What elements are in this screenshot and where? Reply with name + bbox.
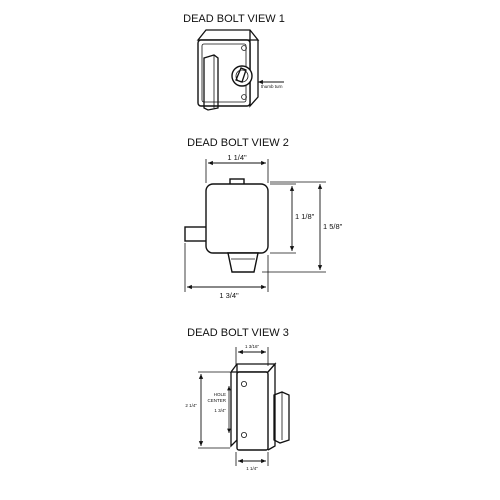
view-1-screw-bottom (241, 94, 247, 100)
view-3-top-width-label: 1 3/16" (245, 344, 260, 349)
view-1-screw-top (241, 45, 247, 51)
view-3-title: DEAD BOLT VIEW 3 (187, 327, 289, 339)
view-1-thumb-turn-label: thumb turn (261, 84, 283, 89)
view-3-hole-label-2: CENTER (207, 398, 226, 403)
view-2-lock-body (184, 178, 269, 273)
view-3-screw-top (240, 380, 247, 387)
view-3: DEAD BOLT VIEW 3 1 3/16" 2 1/4" H (185, 327, 290, 471)
view-1-thumb-turn (231, 65, 253, 87)
view-2-top-width-label: 1 1/4" (227, 153, 247, 162)
view-3-hole-label-1: HOLE (214, 392, 226, 397)
view-2-inner-height-label: 1 1/8" (295, 212, 315, 221)
view-3-left-height-label: 2 1/4" (185, 403, 197, 408)
view-2-title: DEAD BOLT VIEW 2 (187, 137, 289, 149)
view-3-lock-body (229, 362, 290, 451)
view-1: DEAD BOLT VIEW 1 thumb turn (183, 13, 285, 111)
view-2-bottom-width-label: 1 3/4" (219, 291, 239, 300)
view-2-outer-height-label: 1 5/8" (323, 222, 343, 231)
view-1-title: DEAD BOLT VIEW 1 (183, 13, 285, 25)
view-3-bottom-width-label: 1 1/4" (246, 466, 258, 471)
view-3-screw-bottom (240, 431, 247, 438)
view-2: DEAD BOLT VIEW 2 1 1/4" 1 1/8" 1 5/8" (184, 137, 343, 300)
view-3-hole-center-label: 1 3/4" (214, 408, 226, 413)
